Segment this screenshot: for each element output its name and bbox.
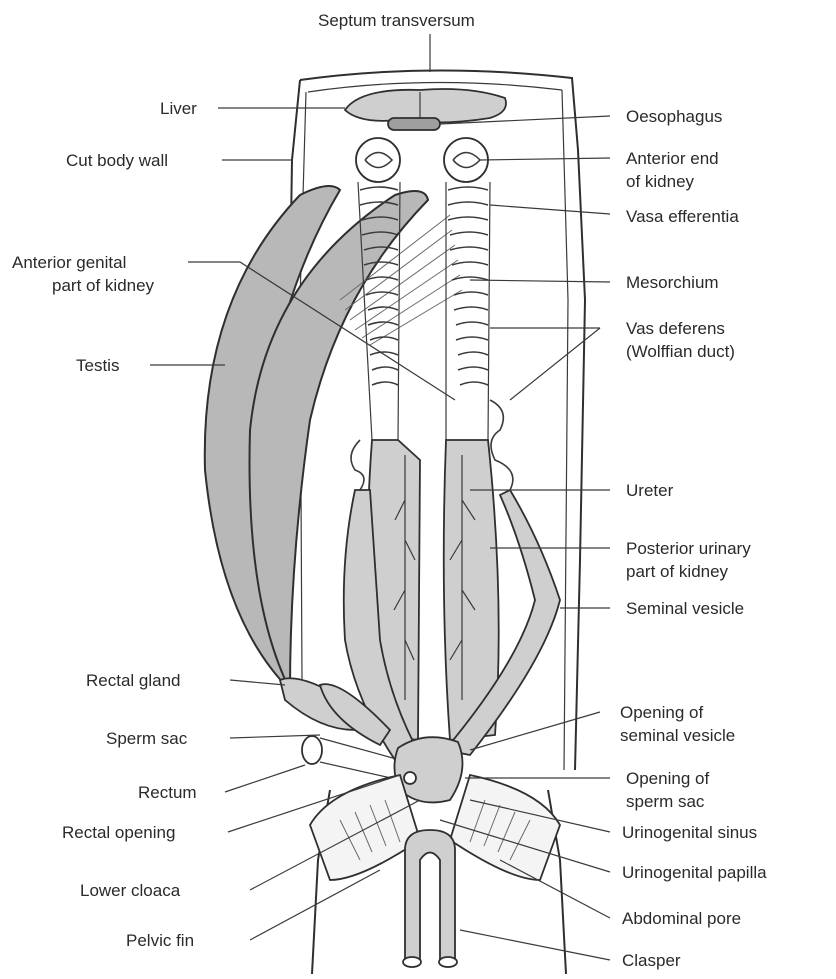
label-opening-sperm-1: Opening of bbox=[626, 769, 709, 788]
label-opening-seminal-1: Opening of bbox=[620, 703, 703, 722]
label-posterior-urinary-2: part of kidney bbox=[626, 562, 729, 581]
label-seminal-vesicle: Seminal vesicle bbox=[626, 599, 744, 618]
label-lower-cloaca: Lower cloaca bbox=[80, 881, 181, 900]
label-testis: Testis bbox=[76, 356, 119, 375]
label-clasper: Clasper bbox=[622, 951, 681, 970]
label-mesorchium: Mesorchium bbox=[626, 273, 719, 292]
label-opening-sperm-2: sperm sac bbox=[626, 792, 705, 811]
label-liver: Liver bbox=[160, 99, 197, 118]
label-ureter: Ureter bbox=[626, 481, 674, 500]
label-anterior-end-1: Anterior end bbox=[626, 149, 719, 168]
label-vas-deferens-1: Vas deferens bbox=[626, 319, 725, 338]
kidney-right-anterior bbox=[444, 138, 490, 440]
label-urinogenital-sinus: Urinogenital sinus bbox=[622, 823, 757, 842]
label-urinogenital-papilla: Urinogenital papilla bbox=[622, 863, 767, 882]
label-rectal-gland: Rectal gland bbox=[86, 671, 181, 690]
label-abdominal-pore: Abdominal pore bbox=[622, 909, 741, 928]
label-opening-seminal-2: seminal vesicle bbox=[620, 726, 735, 745]
label-anterior-end-2: of kidney bbox=[626, 172, 695, 191]
label-posterior-urinary-1: Posterior urinary bbox=[626, 539, 751, 558]
label-sperm-sac: Sperm sac bbox=[106, 729, 188, 748]
label-vasa-efferentia: Vasa efferentia bbox=[626, 207, 739, 226]
label-rectum: Rectum bbox=[138, 783, 197, 802]
label-anterior-genital-1: Anterior genital bbox=[12, 253, 126, 272]
label-anterior-genital-2: part of kidney bbox=[52, 276, 155, 295]
oesophagus bbox=[388, 118, 440, 130]
claspers bbox=[403, 830, 457, 967]
label-oesophagus: Oesophagus bbox=[626, 107, 722, 126]
label-rectal-opening: Rectal opening bbox=[62, 823, 175, 842]
label-septum-transversum: Septum transversum bbox=[318, 11, 475, 30]
label-vas-deferens-2: (Wolffian duct) bbox=[626, 342, 735, 361]
label-cut-body-wall: Cut body wall bbox=[66, 151, 168, 170]
label-pelvic-fin: Pelvic fin bbox=[126, 931, 194, 950]
